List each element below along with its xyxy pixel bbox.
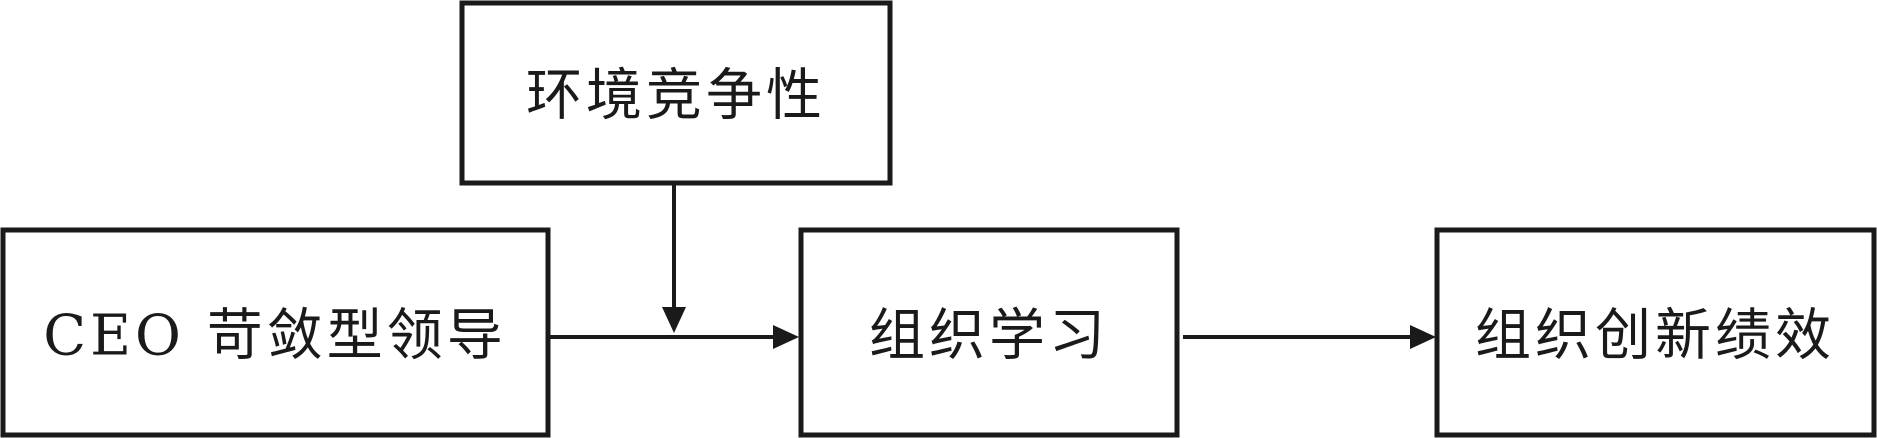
arrowhead-down-icon xyxy=(662,307,686,333)
arrowhead-right-icon xyxy=(1410,325,1436,349)
node-leadership: CEO 苛敛型领导 xyxy=(0,227,551,438)
node-performance-box xyxy=(1434,227,1877,438)
edge-leadership-to-learning xyxy=(548,325,799,349)
node-learning-box xyxy=(798,227,1180,438)
node-learning-label: 组织学习 xyxy=(869,304,1109,369)
node-environment-box xyxy=(459,0,893,186)
arrowhead-right-icon xyxy=(773,325,799,349)
node-performance-label: 组织创新绩效 xyxy=(1475,304,1835,369)
node-environment: 环境竞争性 xyxy=(459,0,893,186)
edge-learning-to-performance xyxy=(1183,325,1436,349)
node-leadership-label: CEO 苛敛型领导 xyxy=(43,304,506,369)
node-leadership-box xyxy=(0,227,551,438)
node-environment-label: 环境竞争性 xyxy=(526,64,826,129)
node-performance: 组织创新绩效 xyxy=(1434,227,1877,438)
edge-environment-moderation xyxy=(662,183,686,333)
node-learning: 组织学习 xyxy=(798,227,1180,438)
